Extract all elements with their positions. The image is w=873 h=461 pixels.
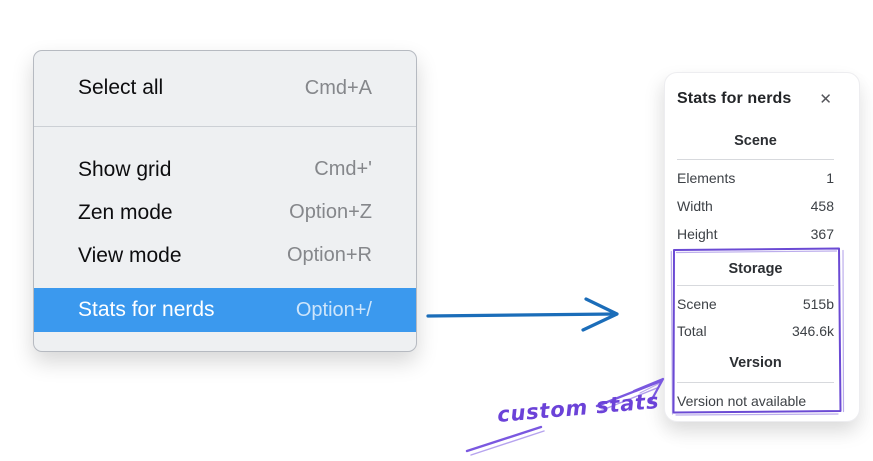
menu-item-label: Zen mode xyxy=(78,200,173,224)
scene-rows: Elements 1 Width 458 Height 367 xyxy=(677,164,834,248)
menu-item-stats-for-nerds[interactable]: Stats for nerds Option+/ xyxy=(34,288,416,332)
panel-title: Stats for nerds xyxy=(677,90,792,107)
stat-row-width: Width 458 xyxy=(677,192,834,220)
menu-item-label: Show grid xyxy=(78,157,172,181)
menu-item-label: View mode xyxy=(78,243,182,267)
menu-item-show-grid[interactable]: Show grid Cmd+' xyxy=(34,148,416,191)
storage-rows: Scene 515b Total 346.6k xyxy=(677,290,834,344)
menu-item-view-mode[interactable]: View mode Option+R xyxy=(34,234,416,277)
stat-row-elements: Elements 1 xyxy=(677,164,834,192)
annotation-label: custom stats xyxy=(496,388,661,428)
section-divider xyxy=(677,159,834,160)
stat-value: 346.6k xyxy=(791,322,834,339)
panel-header: Stats for nerds ✕ xyxy=(677,87,834,111)
section-heading-version: Version xyxy=(729,355,782,371)
stat-label: Height xyxy=(677,226,718,242)
menu-divider xyxy=(34,126,416,127)
section-heading-storage: Storage xyxy=(728,261,783,277)
stat-value: 367 xyxy=(810,226,834,242)
menu-item-shortcut: Cmd+' xyxy=(314,158,372,180)
stats-panel: Stats for nerds ✕ Scene Elements 1 Width… xyxy=(664,72,860,422)
stat-row-total-size: Total 346.6k xyxy=(677,317,834,344)
menu-item-shortcut: Option+/ xyxy=(295,298,372,321)
section-divider xyxy=(677,382,834,383)
flow-arrow-icon xyxy=(426,297,619,332)
stat-label: Width xyxy=(677,198,713,214)
section-heading-scene: Scene xyxy=(734,133,777,149)
menu-item-label: Select all xyxy=(78,76,164,99)
menu-item-zen-mode[interactable]: Zen mode Option+Z xyxy=(34,191,416,234)
menu-item-shortcut: Cmd+A xyxy=(304,76,372,99)
context-menu: Select all Cmd+A Show grid Cmd+' Zen mod… xyxy=(33,50,417,352)
menu-item-shortcut: Option+R xyxy=(286,244,372,266)
stat-label: Total xyxy=(677,322,707,339)
stat-value: 458 xyxy=(810,198,834,214)
stat-row-height: Height 367 xyxy=(677,220,834,248)
menu-item-shortcut: Option+Z xyxy=(289,201,372,223)
stat-label: Scene xyxy=(677,295,717,312)
stat-value: 515b xyxy=(802,295,834,312)
stat-label: Elements xyxy=(677,170,736,186)
menu-item-select-all[interactable]: Select all Cmd+A xyxy=(34,66,416,110)
version-note: Version not available xyxy=(677,393,807,409)
menu-item-label: Stats for nerds xyxy=(78,298,215,321)
close-icon[interactable]: ✕ xyxy=(819,90,832,108)
section-divider xyxy=(677,285,834,286)
stat-value: 1 xyxy=(826,170,834,186)
stat-row-scene-size: Scene 515b xyxy=(677,290,834,317)
